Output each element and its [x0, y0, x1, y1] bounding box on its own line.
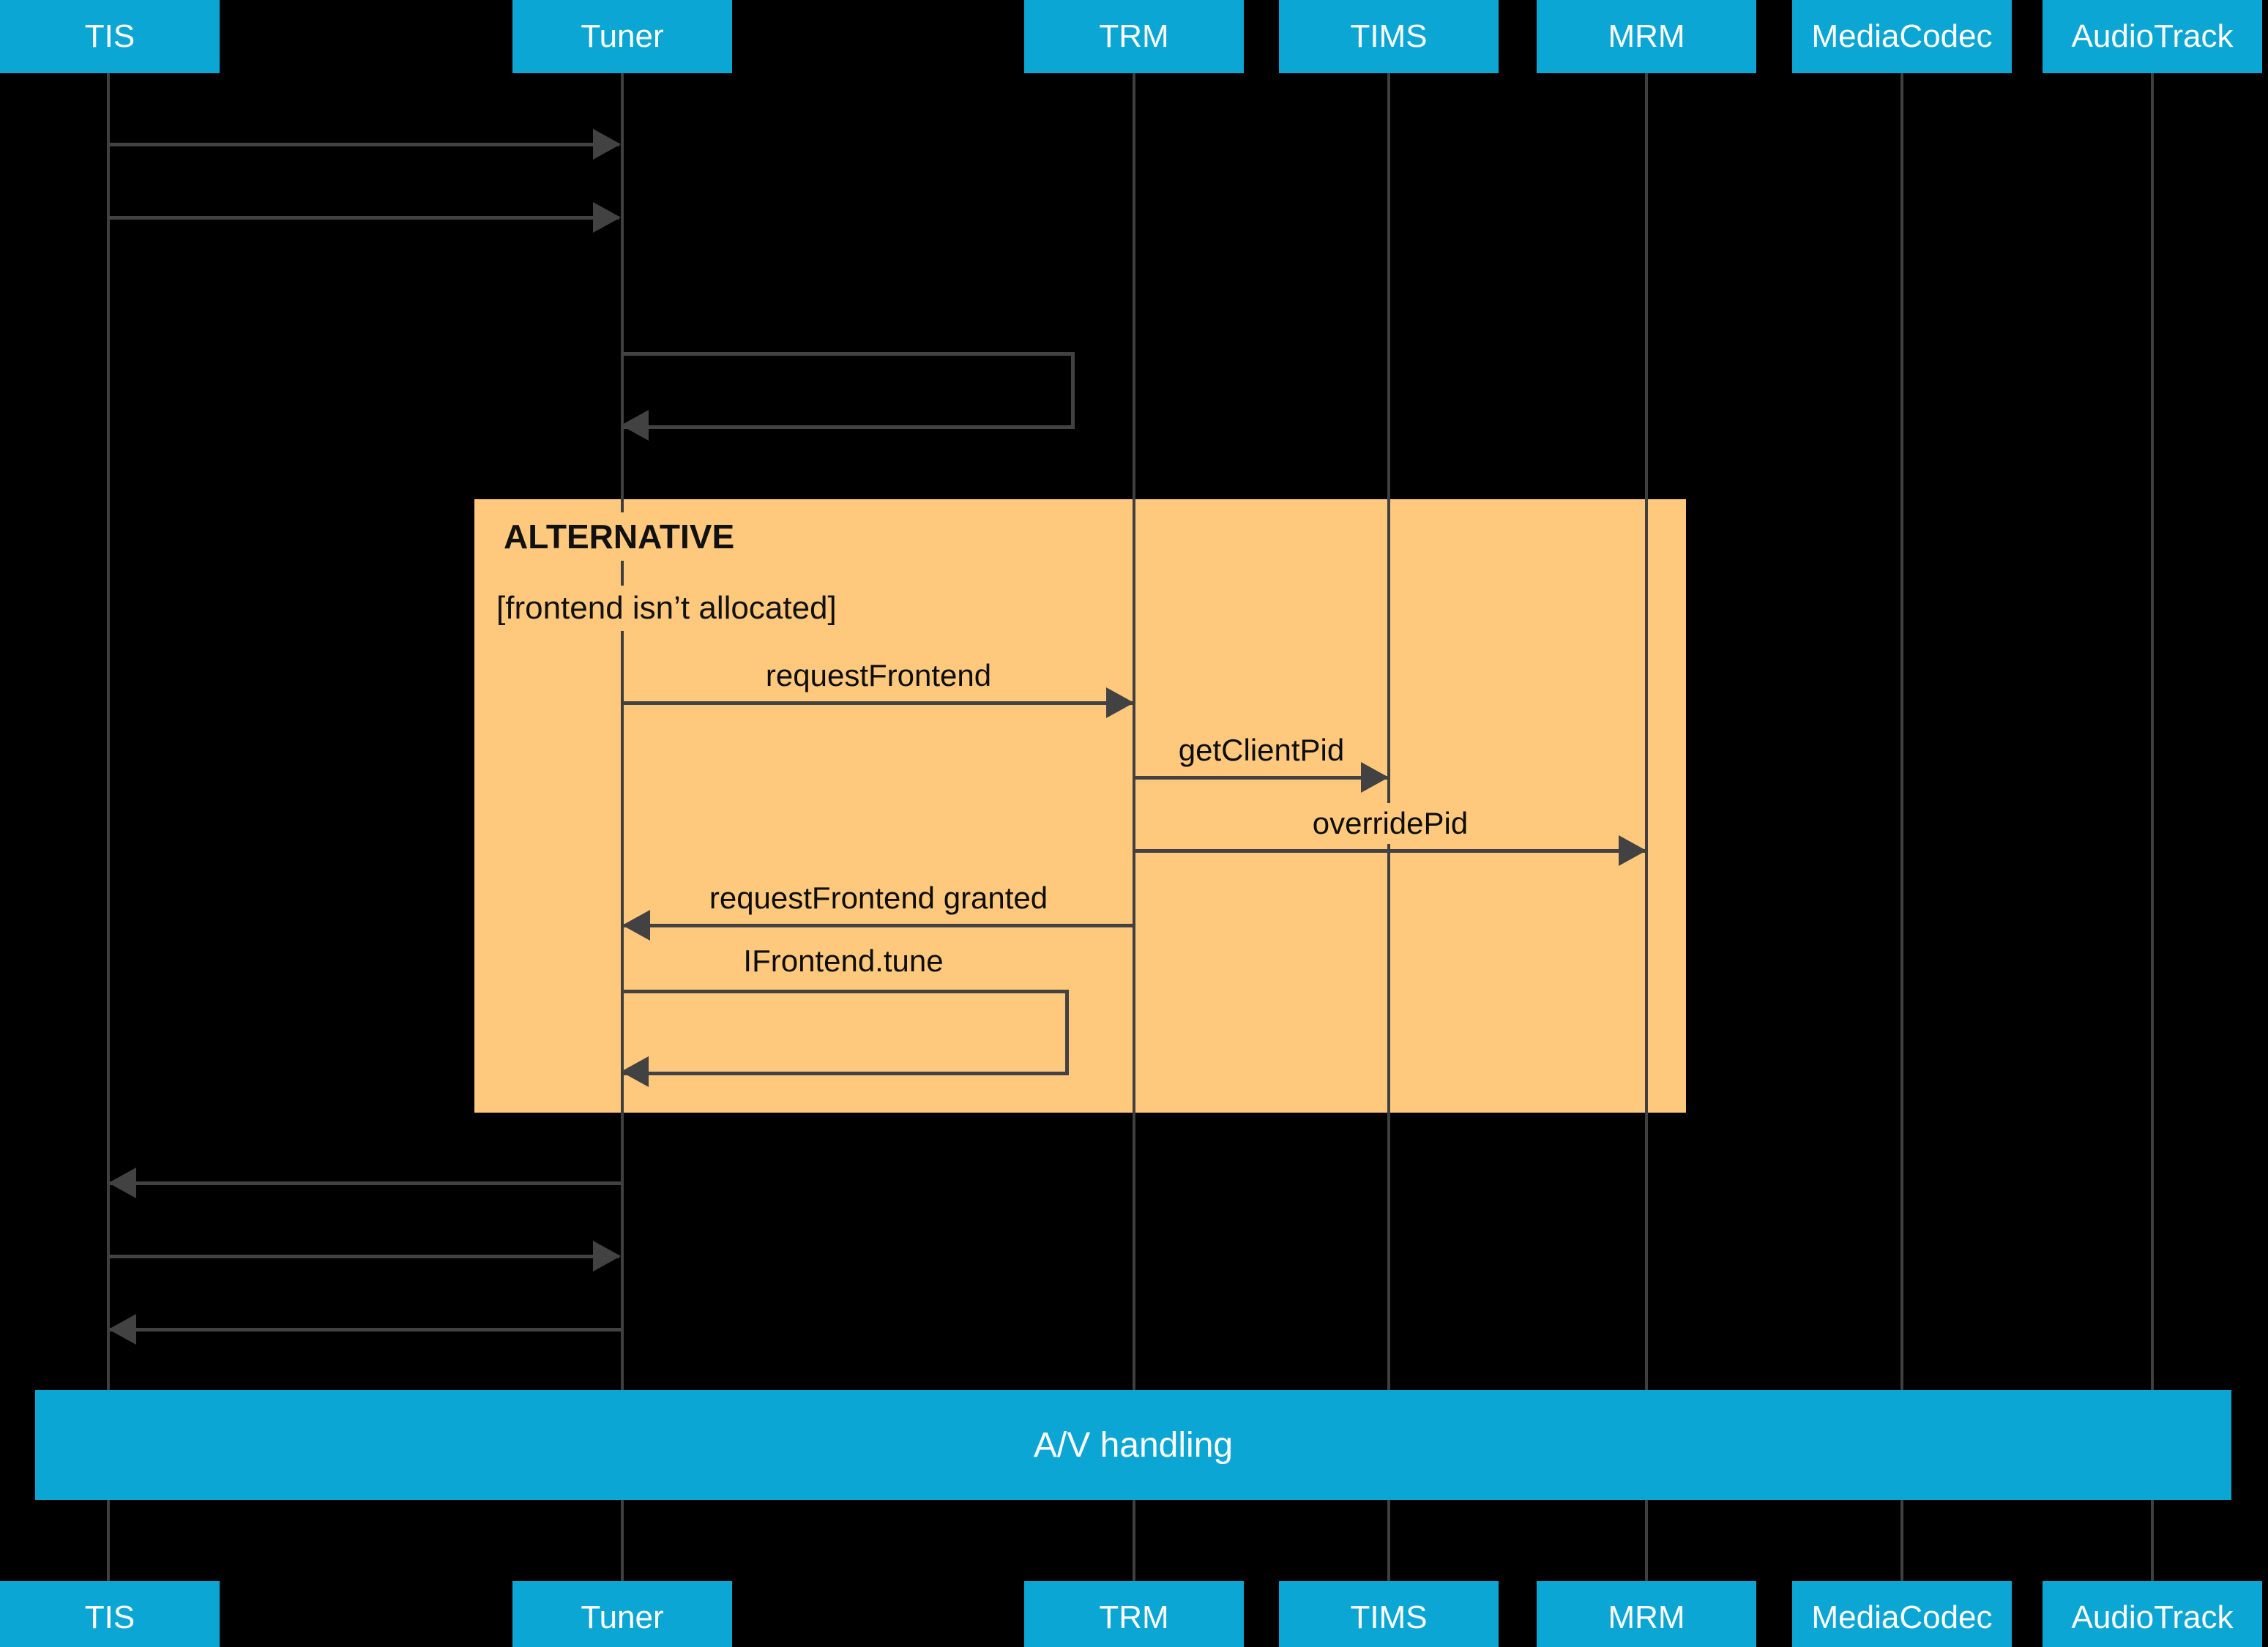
alt-fragment-title: ALTERNATIVE	[496, 512, 742, 561]
participant-tims-top: TIMS	[1279, 0, 1499, 73]
lifeline-tuner	[621, 73, 624, 1581]
participant-tuner-bottom: Tuner	[512, 1581, 732, 1647]
participant-audiotrack-bottom: AudioTrack	[2043, 1581, 2262, 1647]
participant-tis-top: TIS	[0, 0, 220, 73]
participant-tuner-top: Tuner	[512, 0, 732, 73]
label-override-pid: overridePid	[1302, 803, 1479, 844]
message-tis-to-tuner-2	[108, 202, 621, 233]
tuner-self-call-2	[622, 990, 1069, 1075]
participant-mediacodec-top: MediaCodec	[1792, 0, 2012, 73]
message-request-frontend-granted	[622, 910, 1133, 941]
participant-tims-bottom: TIMS	[1279, 1581, 1499, 1647]
participant-tis-bottom: TIS	[0, 1581, 220, 1647]
message-request-frontend	[622, 687, 1134, 718]
participant-trm-top: TRM	[1024, 0, 1244, 73]
lifeline-mediacodec	[1900, 73, 1903, 1581]
label-request-frontend: requestFrontend	[755, 655, 1002, 696]
message-tis-to-tuner-1	[108, 129, 621, 160]
label-get-client-pid: getClientPid	[1168, 730, 1355, 771]
tuner-self-call-1-arrowhead	[621, 410, 649, 441]
label-ifrontend-tune: IFrontend.tune	[733, 941, 954, 982]
tuner-self-call-2-arrowhead	[621, 1056, 649, 1087]
message-tis-to-tuner-3	[108, 1241, 621, 1271]
message-tuner-to-tis-2	[108, 1314, 621, 1345]
participant-mrm-top: MRM	[1537, 0, 1756, 73]
participant-audiotrack-top: AudioTrack	[2043, 0, 2262, 73]
participant-mediacodec-bottom: MediaCodec	[1792, 1581, 2012, 1647]
tuner-self-call-1	[622, 352, 1075, 429]
label-request-frontend-granted: requestFrontend granted	[698, 878, 1059, 919]
participant-trm-bottom: TRM	[1024, 1581, 1244, 1647]
av-handling-bar: A/V handling	[35, 1390, 2231, 1500]
lifeline-mrm	[1645, 73, 1648, 1581]
av-handling-label: A/V handling	[1033, 1425, 1234, 1465]
alt-fragment-condition: [frontend isn’t allocated]	[489, 586, 844, 631]
lifeline-tis	[107, 73, 110, 1581]
lifeline-audiotrack	[2151, 73, 2154, 1581]
lifeline-trm	[1133, 73, 1135, 1581]
participant-mrm-bottom: MRM	[1537, 1581, 1756, 1647]
message-get-client-pid	[1135, 762, 1389, 793]
message-tuner-to-tis-1	[108, 1168, 621, 1198]
message-override-pid	[1135, 835, 1646, 866]
